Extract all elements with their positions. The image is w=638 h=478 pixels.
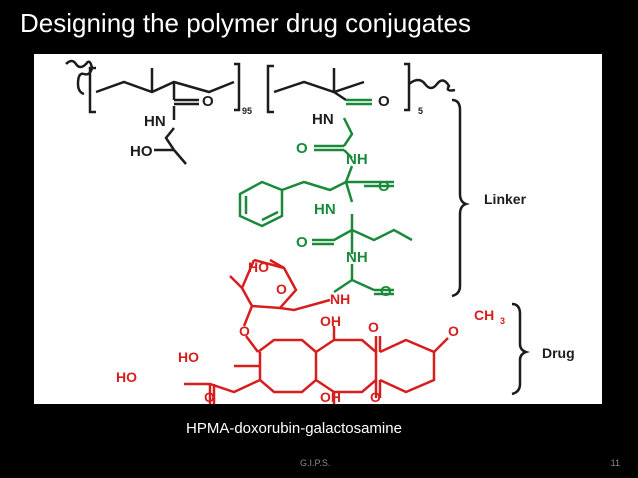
o-left-label: O	[202, 93, 214, 110]
drug-oh-bottom: OH	[320, 389, 341, 404]
linker-nh2: NH	[346, 249, 368, 266]
drug-label: Drug	[542, 345, 575, 361]
drug-ho-sugar: HO	[248, 259, 269, 275]
drug-o-quinone-top: O	[368, 319, 379, 335]
footer-institution: G.I.P.S.	[300, 458, 331, 468]
drug-o-methoxy: O	[448, 323, 459, 339]
linker-o4: O	[380, 283, 392, 300]
drug-ch3: CH	[474, 307, 494, 323]
drug-oh-top: OH	[320, 313, 341, 329]
drug-ho-side: HO	[116, 369, 137, 385]
drug-nh-sugar: NH	[330, 291, 350, 307]
page-number: 11	[610, 458, 620, 468]
drug-o-keto: O	[204, 389, 215, 404]
peptide-linker	[238, 98, 413, 296]
chemical-structure-figure: HN HO O 95 HN 5 O Linker Drug O NH O HN …	[34, 54, 602, 404]
linker-nh1: NH	[346, 151, 368, 168]
left-subscript: 95	[242, 106, 252, 116]
drug-o-quinone-bottom: O	[370, 389, 381, 404]
figure-caption: HPMA-doxorubin-galactosamine	[186, 420, 402, 437]
o-right-label: O	[378, 93, 390, 110]
linker-hn2: HN	[314, 201, 336, 218]
linker-o2: O	[378, 178, 390, 195]
linker-o1: O	[296, 140, 308, 157]
doxorubicin-galactosamine	[184, 258, 449, 404]
drug-o-glyco: O	[239, 323, 250, 339]
linker-label: Linker	[484, 191, 527, 207]
drug-ho-c9: HO	[178, 349, 199, 365]
ho-left-label: HO	[130, 143, 153, 160]
drug-o-ring: O	[276, 281, 287, 297]
polymer-backbone	[65, 59, 530, 396]
hn-left-label: HN	[144, 113, 166, 130]
slide-title: Designing the polymer drug conjugates	[20, 8, 471, 38]
drug-ch3-subscript: 3	[500, 316, 505, 326]
linker-o3: O	[296, 234, 308, 251]
hpma-conjugate-structure: HN HO O 95 HN 5 O Linker Drug O NH O HN …	[65, 59, 575, 404]
right-subscript: 5	[418, 106, 423, 116]
hn-right-label: HN	[312, 111, 334, 128]
